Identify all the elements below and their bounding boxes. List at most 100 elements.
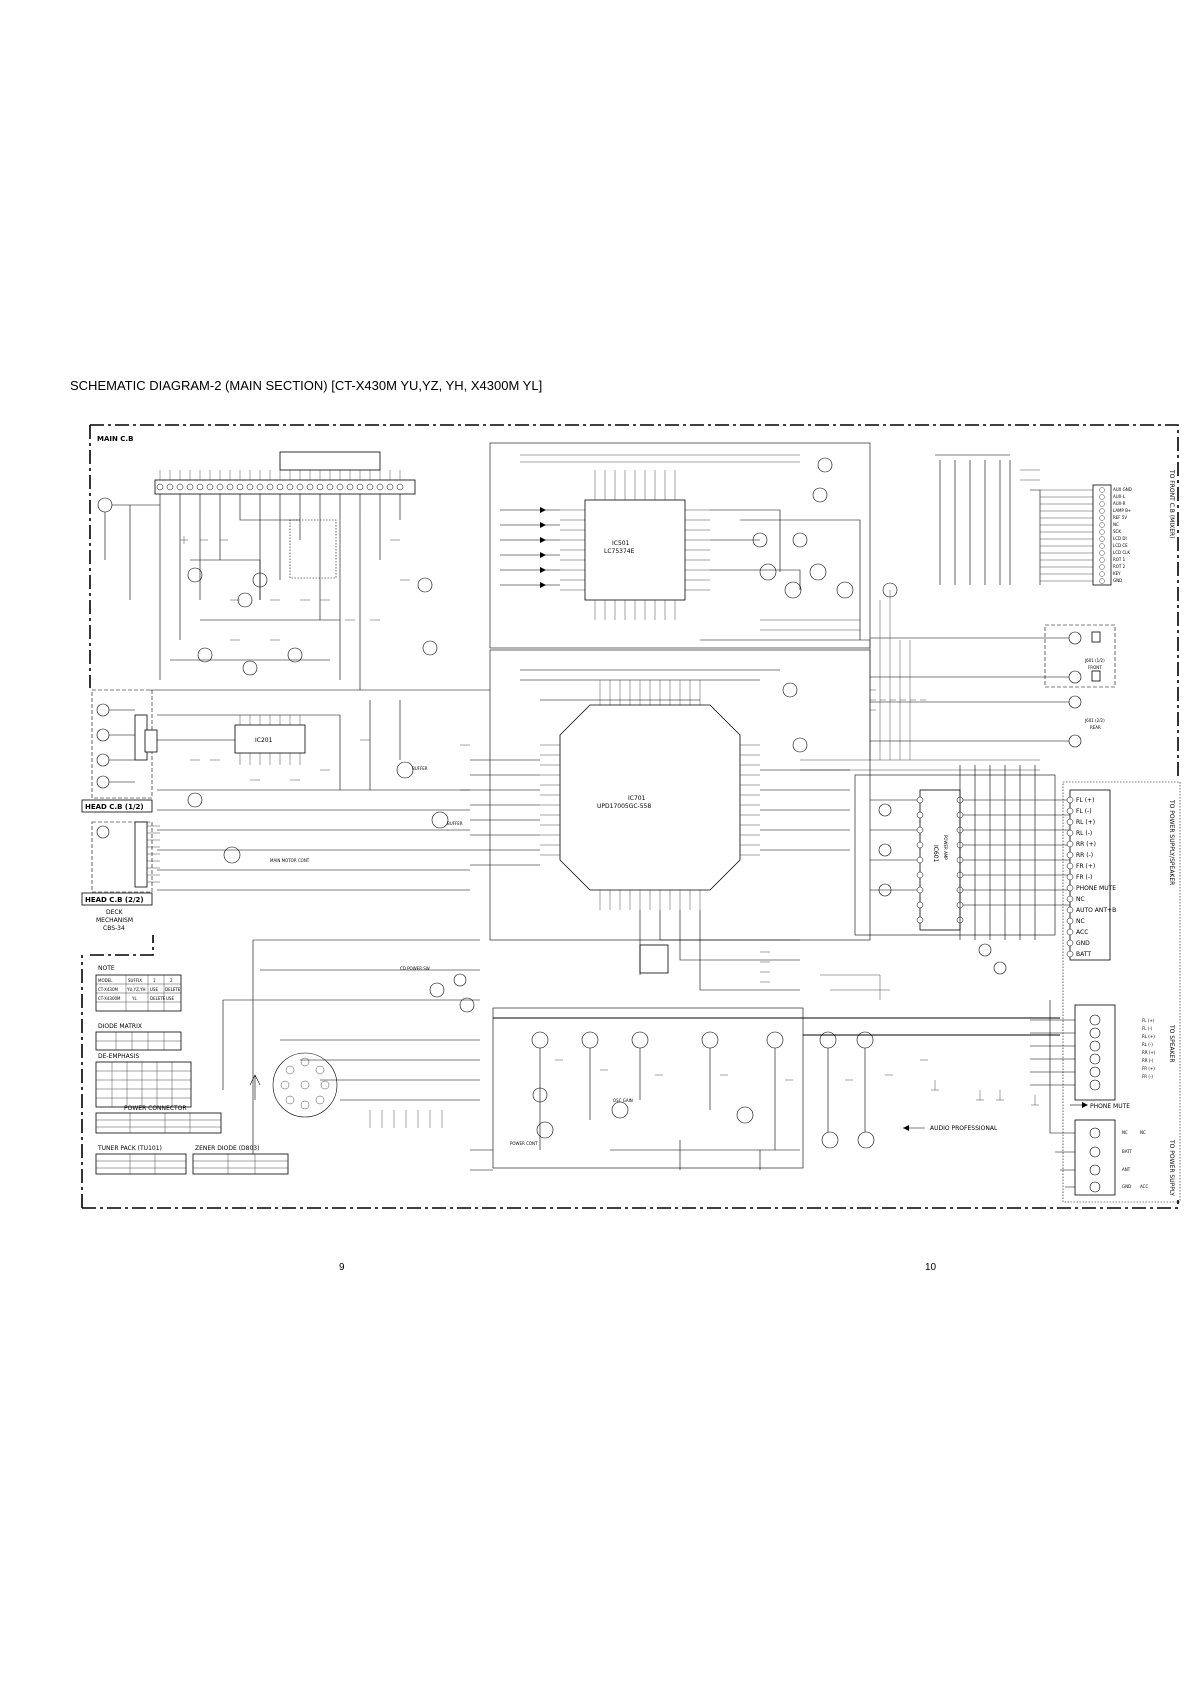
note-r2c0: CT-X4300M bbox=[98, 996, 121, 1001]
main-motor-cont-label: MAIN MOTOR CONT bbox=[270, 858, 310, 863]
note-r1c3: DELETE bbox=[165, 987, 181, 992]
front-pin-4: LAMP B+ bbox=[1113, 508, 1131, 513]
ic701-microcontroller: IC701 UPD17005GC-558 bbox=[470, 649, 871, 991]
to-power-supply-label: TO POWER SUPPLY bbox=[1168, 1139, 1175, 1196]
j601-2-label: J601 (2/2) bbox=[1084, 718, 1105, 723]
note-r2c3: USE bbox=[166, 996, 174, 1001]
cn903-pin-14: GND bbox=[1076, 940, 1090, 947]
cn901-pin-3: RL (+) bbox=[1142, 1034, 1155, 1039]
cn903-pin-1: FL (+) bbox=[1076, 797, 1094, 804]
cn902-pin-3: BATT bbox=[1122, 1149, 1133, 1154]
cn903-pin-4: RL (-) bbox=[1076, 830, 1092, 837]
cn903-pin-13: ACC bbox=[1076, 929, 1088, 936]
cn903-pin-12: NC bbox=[1076, 918, 1085, 925]
note-r0c2: 1 bbox=[153, 978, 156, 983]
ic501-audio-processor: IC501 LC75374E bbox=[489, 442, 898, 649]
cn902-pin-2: NC bbox=[1140, 1130, 1146, 1135]
cn903-pin-3: RL (+) bbox=[1076, 819, 1095, 826]
cd-power-sw-label: CD POWER SW bbox=[400, 966, 430, 971]
cn902-connector: NC NC BATT ANT GND ACC TO POWER SUPPLY bbox=[1049, 1000, 1175, 1196]
front-label: FRONT bbox=[1088, 665, 1102, 670]
front-pin-10: LCD CLK bbox=[1113, 550, 1130, 555]
ic601-power-amp: IC601 POWER AMP bbox=[854, 765, 1070, 975]
rear-label: REAR bbox=[1090, 725, 1101, 730]
cn903-pin-7: FR (+) bbox=[1076, 863, 1095, 870]
to-front-cb-label: TO FRONT C.B (MIXER) bbox=[1168, 469, 1175, 539]
audio-professional-label: AUDIO PROFESSIONAL bbox=[930, 1125, 998, 1132]
deck-label-1: DECK bbox=[106, 909, 124, 916]
ic201-name: IC201 bbox=[255, 737, 273, 744]
head-cb-1: HEAD C.B (1/2) bbox=[81, 689, 158, 813]
note-r2c2: DELETE bbox=[150, 996, 166, 1001]
note-r1c2: USE bbox=[150, 987, 158, 992]
front-pin-9: LCD CE bbox=[1113, 543, 1128, 548]
cn901-pin-6: RR (-) bbox=[1142, 1058, 1154, 1063]
note-r0c3: 2 bbox=[170, 978, 173, 983]
main-cb-label: MAIN C.B bbox=[97, 435, 133, 443]
front-pin-3: AUX-R bbox=[1113, 501, 1126, 506]
cn901-pin-4: RL (-) bbox=[1142, 1042, 1153, 1047]
note-r0c0: MODEL bbox=[98, 978, 113, 983]
cn902-pin-5: GND bbox=[1122, 1184, 1131, 1189]
phone-mute-label: PHONE MUTE bbox=[1090, 1103, 1130, 1110]
cn903-pin-8: FR (-) bbox=[1076, 874, 1092, 881]
front-pin-1: AUX GND bbox=[1113, 487, 1132, 492]
cn902-pin-6: ACC bbox=[1140, 1184, 1148, 1189]
power-cont-label: POWER CONT bbox=[510, 1141, 538, 1146]
ic501-name: IC501 bbox=[612, 540, 630, 547]
deemphasis-title: DE-EMPHASIS bbox=[98, 1053, 139, 1060]
cn901-pin-5: RR (+) bbox=[1142, 1050, 1156, 1055]
note-r0c1: SUFFIX bbox=[128, 978, 142, 983]
front-pin-8: LCD DI bbox=[1113, 536, 1127, 541]
ic501-part: LC75374E bbox=[604, 548, 635, 555]
osc-gain-label: OSC GAIN bbox=[613, 1098, 633, 1103]
head-cb-2: HEAD C.B (2/2) DECK MECHANISM CBS-34 bbox=[81, 821, 160, 932]
front-connector-section: AUX GND AUX-L AUX-R LAMP B+ REF 5V NC SC… bbox=[935, 454, 1175, 586]
j601-line-out: J601 (1/2) FRONT J601 (2/2) REAR bbox=[870, 624, 1116, 748]
deck-label-2: MECHANISM bbox=[96, 917, 133, 924]
note-title: NOTE bbox=[98, 965, 115, 972]
ic601-name: IC601 bbox=[932, 845, 939, 863]
page-title: SCHEMATIC DIAGRAM-2 (MAIN SECTION) [CT-X… bbox=[70, 378, 543, 393]
front-pin-11: ROT 1 bbox=[1113, 557, 1126, 562]
cn903-connector: FL (+) FL (-) RL (+) RL (-) RR (+) RR (-… bbox=[1062, 781, 1181, 1203]
note-r1c0: CT-X430M bbox=[98, 987, 118, 992]
deck-label-3: CBS-34 bbox=[103, 925, 125, 932]
main-board-frame: MAIN C.B bbox=[81, 424, 1179, 1209]
cn903-pin-2: FL (-) bbox=[1076, 808, 1092, 815]
cn903-pin-11: AUTO ANT+B bbox=[1076, 907, 1116, 914]
front-pin-6: NC bbox=[1113, 522, 1119, 527]
page-number-left: 9 bbox=[339, 1262, 345, 1273]
notes-section: NOTE MODEL SUFFIX 1 2 CT-X430M YU,YZ,YH … bbox=[95, 965, 289, 1175]
front-pin-14: GND bbox=[1113, 578, 1122, 583]
front-pin-13: KEY bbox=[1113, 571, 1121, 576]
buffer-label-2: BUFFER bbox=[447, 821, 463, 826]
cn902-pin-1: NC bbox=[1122, 1130, 1128, 1135]
cn903-pin-15: BATT bbox=[1076, 951, 1091, 958]
cn901-connector: FL (+) FL (-) RL (+) RL (-) RR (+) RR (-… bbox=[1030, 1004, 1175, 1110]
cn901-pin-1: FL (+) bbox=[1142, 1018, 1155, 1023]
cn901-pin-8: FR (-) bbox=[1142, 1074, 1153, 1079]
front-pin-12: ROT 2 bbox=[1113, 564, 1126, 569]
page-number-right: 10 bbox=[925, 1262, 937, 1273]
cn901-pin-7: FR (+) bbox=[1142, 1066, 1155, 1071]
ic601-part: POWER AMP bbox=[943, 835, 948, 860]
cn902-pin-4: ANT bbox=[1122, 1167, 1131, 1172]
to-power-supply-speaker-label: TO POWER SUPPLY/SPEAKER bbox=[1168, 799, 1175, 885]
head-cb-2-label: HEAD C.B (2/2) bbox=[85, 896, 144, 904]
front-pin-7: SCK bbox=[1113, 529, 1121, 534]
zener-title: ZENER DIODE (D803) bbox=[195, 1145, 259, 1152]
ic701-name: IC701 bbox=[628, 795, 646, 802]
cn903-pin-6: RR (-) bbox=[1076, 852, 1093, 859]
cn903-pin-5: RR (+) bbox=[1076, 841, 1096, 848]
diode-matrix-title: DIODE MATRIX bbox=[98, 1023, 142, 1030]
note-r1c1: YU,YZ,YH bbox=[126, 987, 146, 992]
cn903-pin-9: PHONE MUTE bbox=[1076, 885, 1116, 892]
power-connector-title: POWER CONNECTOR bbox=[124, 1105, 187, 1112]
power-supply-section: AUDIO PROFESSIONAL POWER CONT OSC GAIN bbox=[492, 1007, 1060, 1170]
ic701-part: UPD17005GC-558 bbox=[597, 803, 651, 810]
head-cb-1-label: HEAD C.B (1/2) bbox=[85, 803, 144, 811]
ic201-tape-amp: IC201 BUFFER BUFFER MAIN MOTOR CONT bbox=[157, 700, 470, 891]
buffer-label-1: BUFFER bbox=[412, 766, 428, 771]
